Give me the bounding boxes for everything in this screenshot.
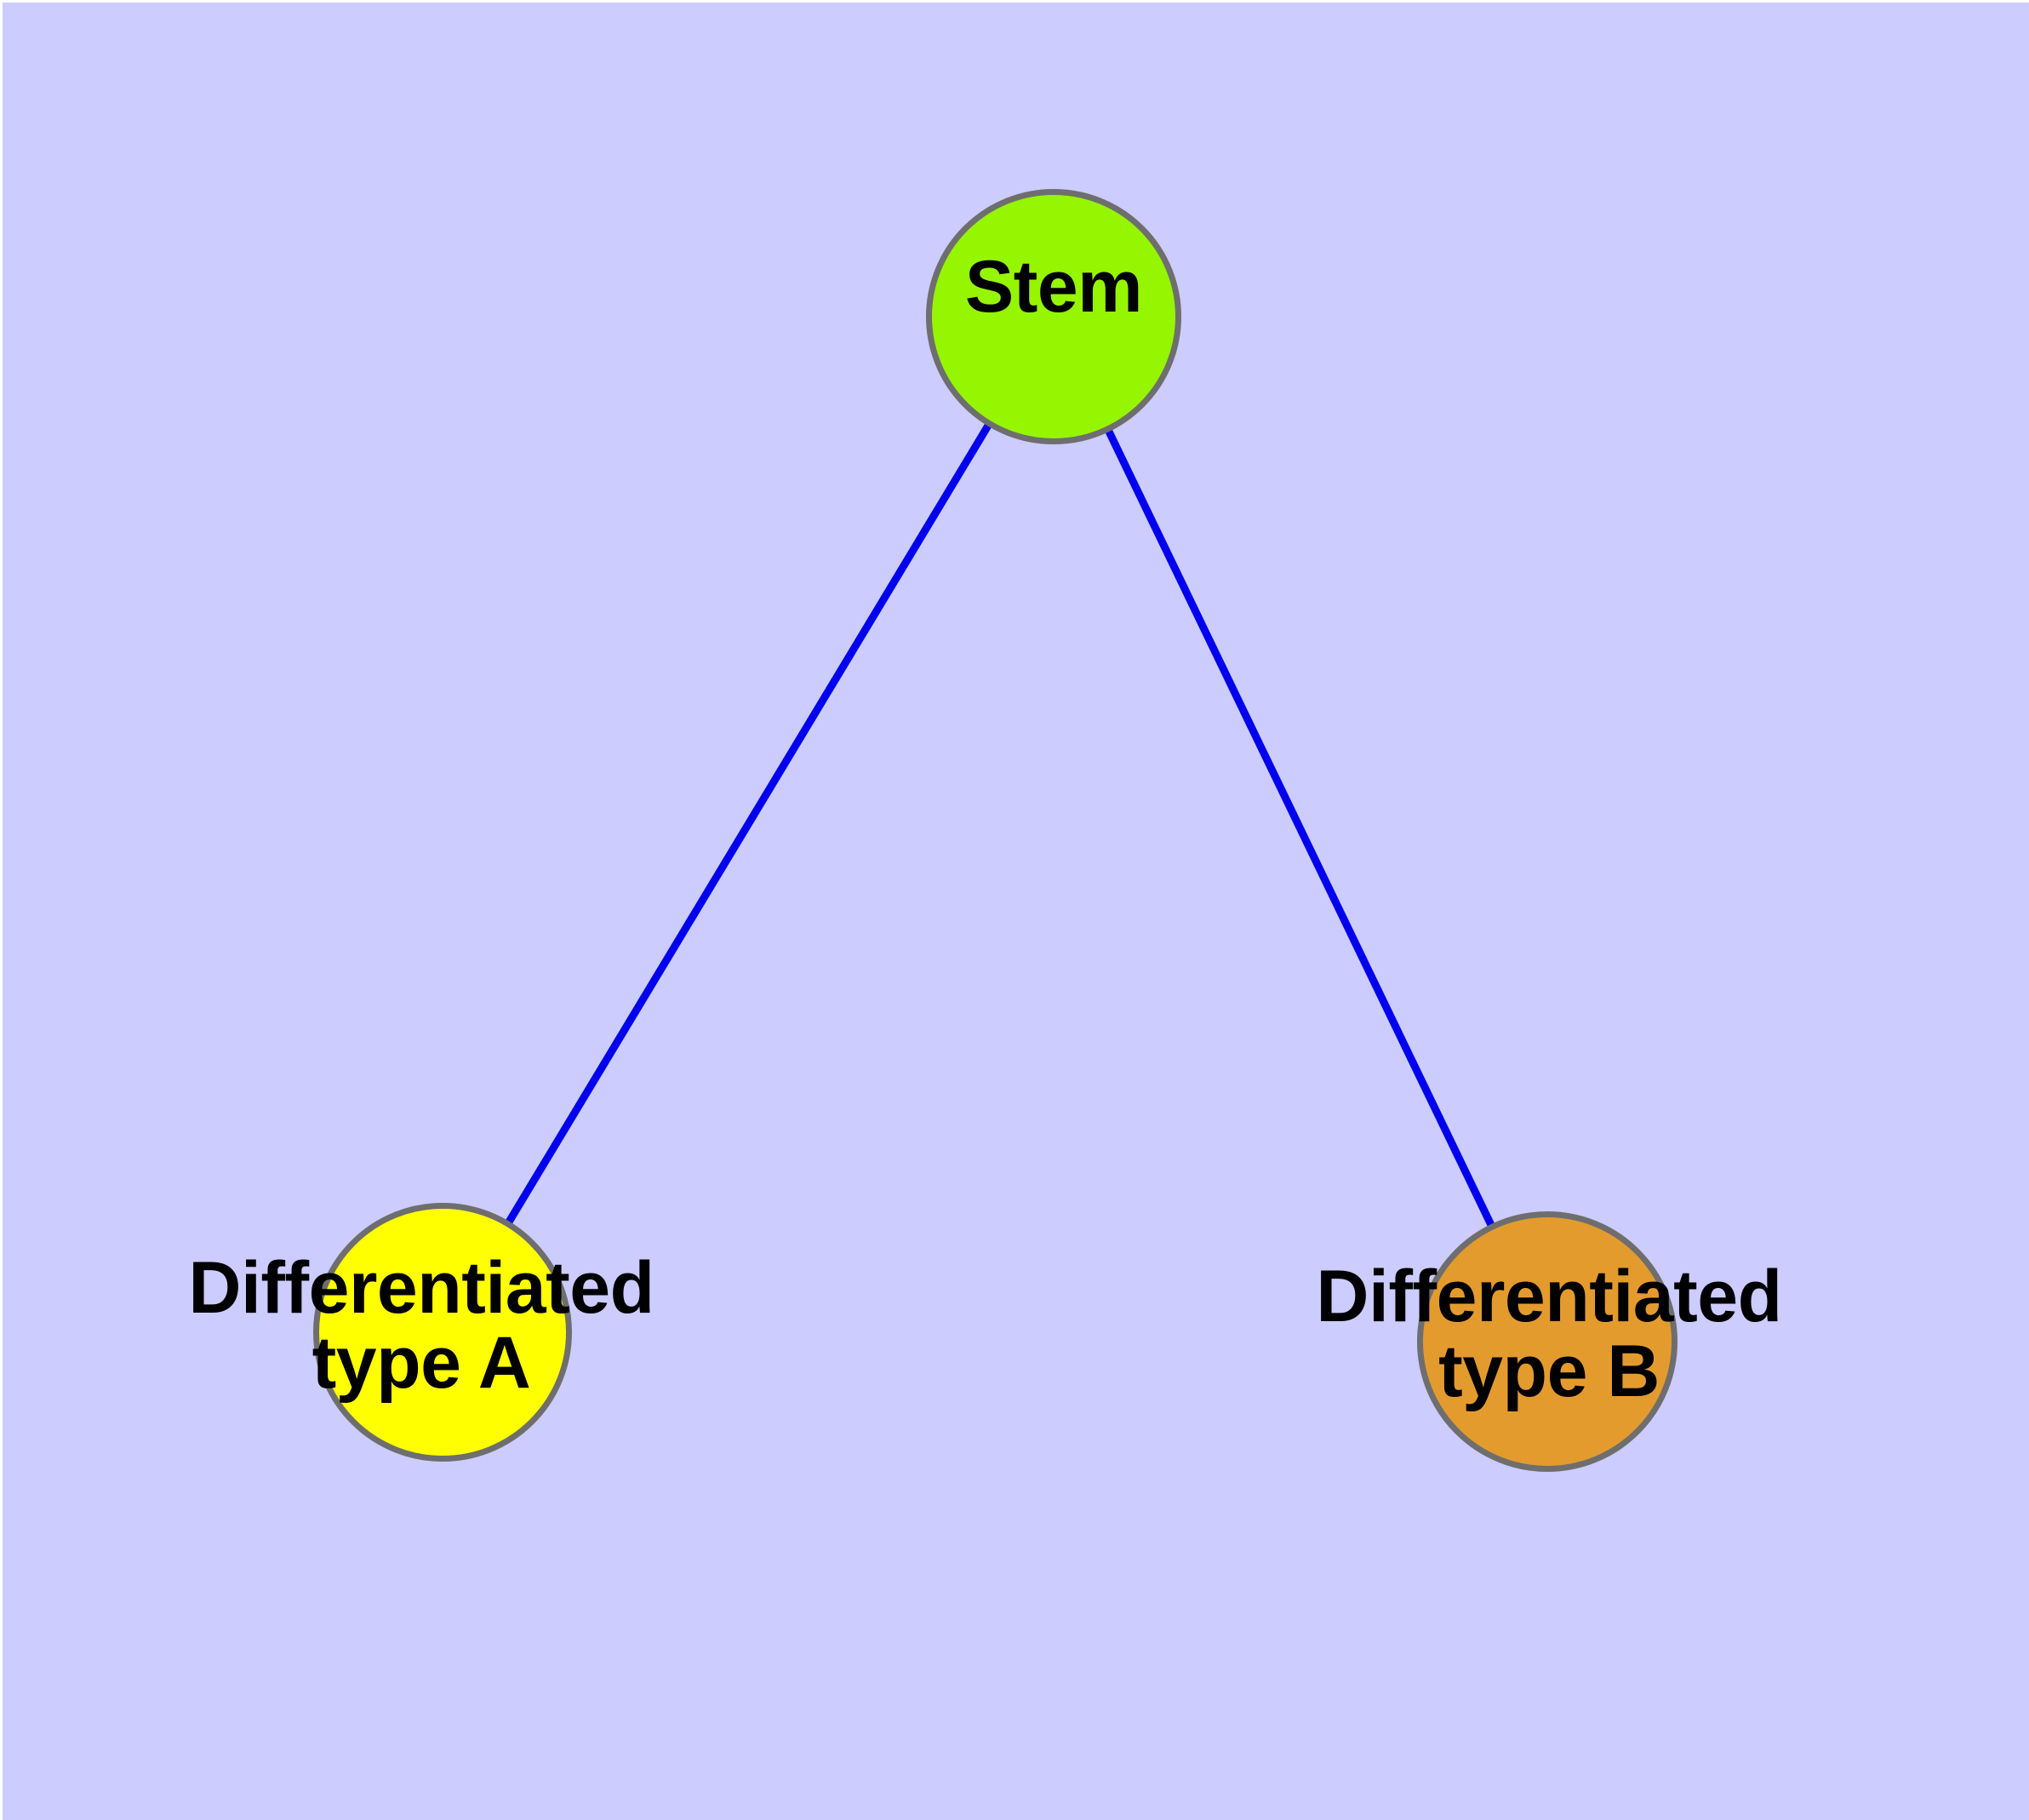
node-stem[interactable] xyxy=(926,189,1181,444)
node-differentiated-type-b[interactable] xyxy=(1417,1211,1677,1472)
edge-stem-to-type-b xyxy=(1049,312,1552,1346)
edge-stem-to-type-a xyxy=(438,312,1058,1336)
node-differentiated-type-a[interactable] xyxy=(313,1203,572,1462)
